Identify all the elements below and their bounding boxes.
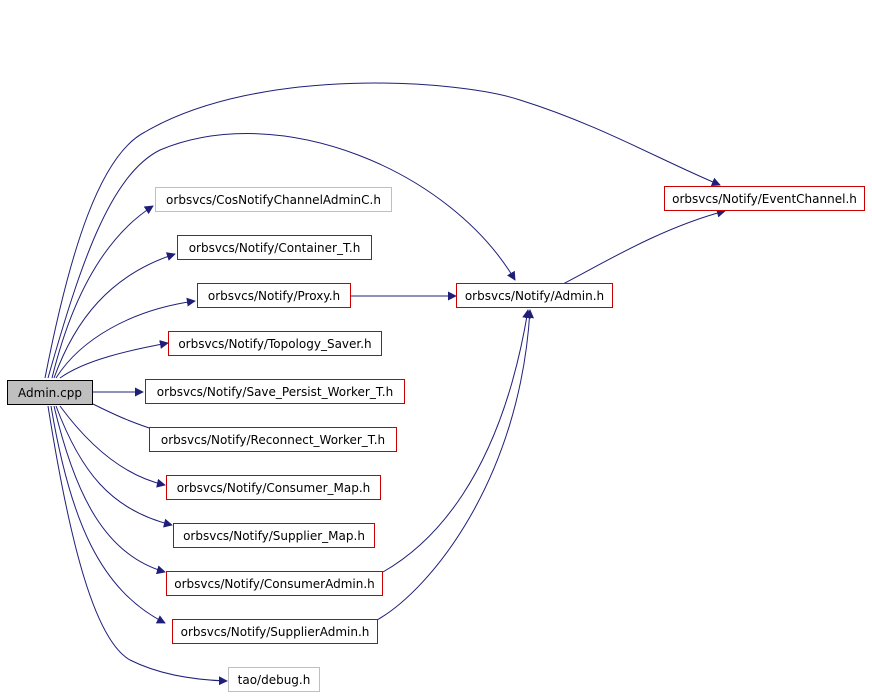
node-supplier-admin[interactable]: orbsvcs/Notify/SupplierAdmin.h [172, 619, 378, 644]
edge-root-to-notify-admin [47, 133, 516, 379]
edge-root-to-consumer-admin [53, 405, 166, 575]
edge-root-to-proxy [55, 297, 196, 379]
node-container-t[interactable]: orbsvcs/Notify/Container_T.h [177, 235, 372, 260]
edge-root-to-supplier-map [55, 405, 173, 528]
edge-root-to-container-t [53, 252, 176, 379]
node-reconnect-worker[interactable]: orbsvcs/Notify/Reconnect_Worker_T.h [149, 427, 397, 452]
edge-root-to-consumer-map [59, 405, 166, 488]
edge-notify-admin-to-event-channel [562, 208, 726, 285]
edge-root-to-cos-notify-channel-admin [51, 205, 154, 379]
node-root: Admin.cpp [7, 380, 93, 405]
edge-consumer-admin-to-notify-admin [382, 309, 532, 573]
node-tao-debug: tao/debug.h [228, 667, 320, 692]
edge-supplier-admin-to-notify-admin [376, 309, 535, 621]
node-consumer-map[interactable]: orbsvcs/Notify/Consumer_Map.h [166, 475, 381, 500]
edge-root-to-tao-debug [47, 405, 228, 686]
node-event-channel[interactable]: orbsvcs/Notify/EventChannel.h [664, 186, 865, 211]
node-save-persist-worker[interactable]: orbsvcs/Notify/Save_Persist_Worker_T.h [145, 379, 405, 404]
node-notify-admin[interactable]: orbsvcs/Notify/Admin.h [456, 283, 613, 308]
node-cos-notify-channel-admin: orbsvcs/CosNotifyChannelAdminC.h [155, 187, 392, 212]
node-proxy[interactable]: orbsvcs/Notify/Proxy.h [197, 283, 351, 308]
edge-root-to-topology-saver [59, 340, 169, 379]
edge-root-to-supplier-admin [50, 405, 166, 624]
edge-root-to-event-channel [44, 82, 721, 379]
node-supplier-map[interactable]: orbsvcs/Notify/Supplier_Map.h [173, 523, 375, 548]
node-topology-saver[interactable]: orbsvcs/Notify/Topology_Saver.h [168, 331, 382, 356]
node-consumer-admin[interactable]: orbsvcs/Notify/ConsumerAdmin.h [166, 571, 383, 596]
